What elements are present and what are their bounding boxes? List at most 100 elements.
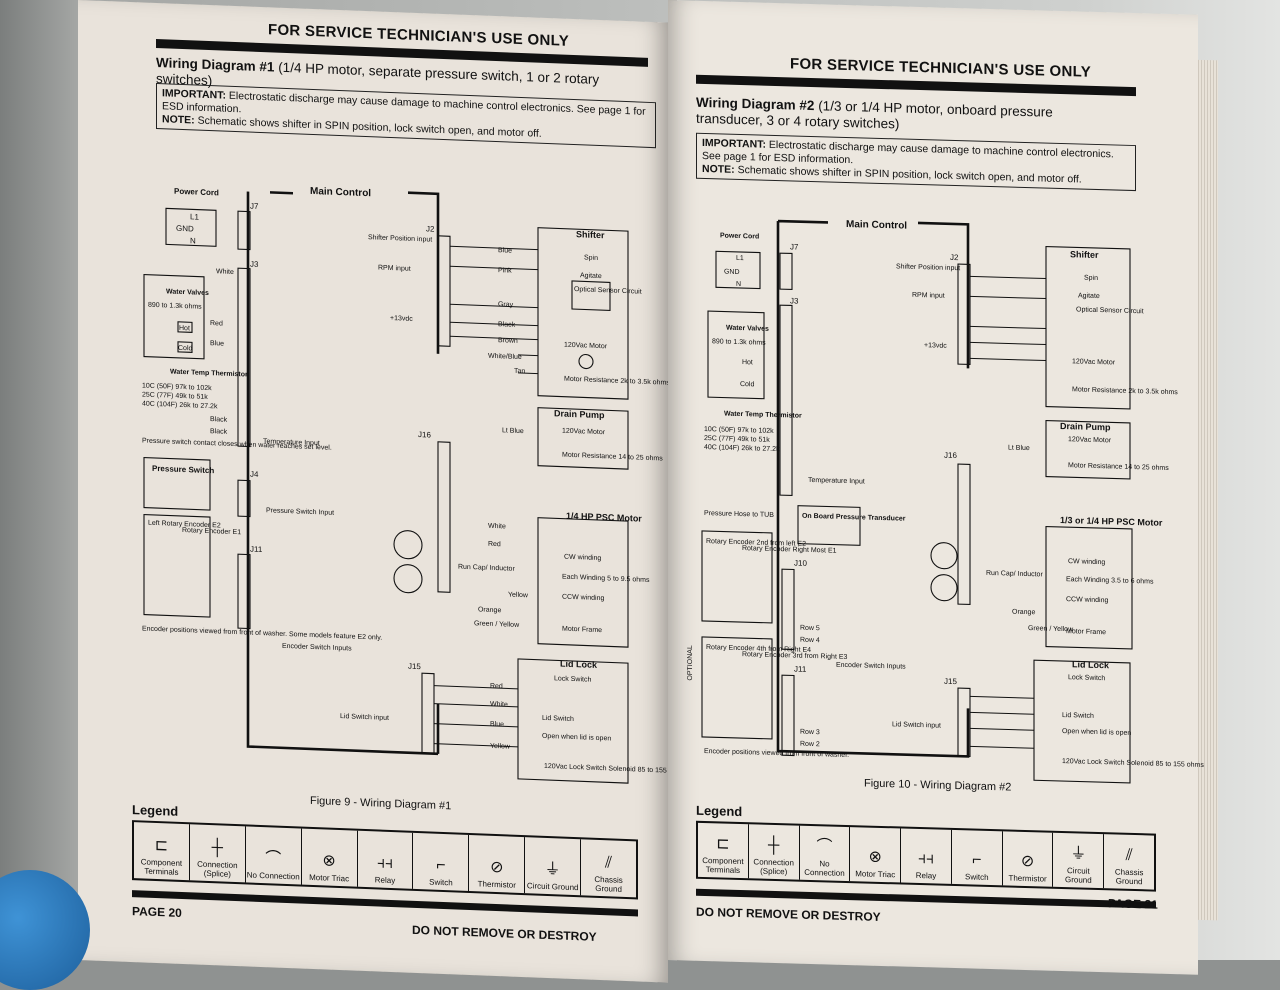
psc-motor-box [537, 517, 629, 648]
cw-winding-label: CW winding [1068, 558, 1105, 566]
legend-table: ⊏Component Terminals┼Connection (Splice)… [132, 820, 638, 900]
lock-switch-label: Lock Switch [554, 675, 591, 683]
row3-label: Row 3 [800, 729, 820, 737]
drain-pump-box [1045, 419, 1131, 480]
legend-item: ⌒No Connection [799, 825, 851, 882]
rpm-input: RPM input [912, 292, 945, 300]
legend-item: ⏚Circuit Ground [525, 837, 582, 896]
solenoid-label: 120Vac Lock Switch Solenoid 85 to 155 oh… [1062, 758, 1204, 769]
lid-red-wire: Red [490, 683, 503, 690]
therm-25c: 25C (77F) 49k to 51k [142, 391, 208, 401]
drain-pump-label: Drain Pump [554, 408, 605, 420]
shifter-wires [450, 245, 538, 375]
lid-lock-wires [434, 685, 518, 748]
water-valves-label: Water Valves [166, 288, 209, 297]
j3-connector [237, 267, 251, 448]
page-number: PAGE 21 [1108, 896, 1158, 912]
main-control-outline [246, 191, 440, 756]
legend-item: ⏚Circuit Ground [1053, 832, 1105, 889]
pressure-switch-label: Pressure Switch [152, 464, 214, 475]
j4-label: J4 [250, 470, 259, 479]
therm-black-2: Black [210, 428, 228, 436]
j3-white-wire: White [216, 268, 234, 276]
temperature-input: Temperature Input [808, 477, 865, 486]
motor-green-yellow-wire: Green / Yellow [474, 620, 520, 629]
thermistor-label: Water Temp Thermistor [724, 411, 802, 420]
motor-orange-wire: Orange [1012, 609, 1035, 617]
triac-a [930, 542, 958, 570]
open-when-label: Open when lid is open [1062, 728, 1131, 737]
shifter-wires [970, 275, 1046, 362]
j4-connector [237, 479, 251, 518]
legend-item: ⊏Component Terminals [698, 822, 749, 879]
cold-label: Cold [740, 381, 755, 388]
power-cord-box [715, 250, 761, 290]
main-control-label: Main Control [846, 219, 907, 232]
j7-label: J7 [250, 202, 259, 211]
motor-frame-label: Motor Frame [1066, 628, 1106, 636]
temperature-input: Temperature Input [263, 438, 320, 447]
relay-icon: ⫞⫞ [377, 853, 394, 872]
optical-sensor-label: Optical Sensor Circuit [574, 286, 642, 296]
each-winding-label: Each Winding 5 to 9.5 ohms [562, 574, 650, 584]
legend-title: Legend [132, 802, 179, 819]
wiring-diagram-1: Main Control Power Cord L1 GND N J7 J3 W… [142, 186, 686, 784]
legend-item: ⌒No Connection [245, 826, 302, 885]
j15-label: J15 [408, 662, 421, 672]
legend-label: Switch [429, 877, 453, 888]
motor-orange-wire: Orange [478, 606, 501, 614]
encoder-note: Encoder positions viewed from front of w… [142, 625, 382, 641]
legend-item: ⌐Switch [951, 829, 1003, 886]
legend-item: ⊘Thermistor [469, 835, 526, 894]
valve-ohms: 890 to 1.3k ohms [712, 338, 766, 347]
optical-sensor-box [571, 280, 611, 312]
relay-icon: ⫞⫞ [918, 849, 935, 867]
j3-label: J3 [790, 296, 799, 305]
valve-ohms: 890 to 1.3k ohms [148, 302, 202, 311]
splice-icon: ┼ [211, 838, 223, 857]
wiring-diagram-2: Main Control Power Cord L1 GND N J7 J3 W… [687, 219, 1204, 784]
lid-lock-box [1033, 659, 1131, 784]
legend-label: Circuit Ground [526, 881, 579, 893]
legend-item: ⫞⫞Relay [901, 828, 952, 884]
legend-label: Motor Triac [855, 869, 896, 880]
legend-item: ⊏Component Terminals [134, 822, 190, 881]
legend-label: Circuit Ground [1065, 866, 1092, 885]
j10-connector [781, 568, 795, 651]
lid-switch-label: Lid Switch [542, 715, 574, 723]
shifter-label: Shifter [576, 229, 605, 240]
j11-connector [237, 553, 251, 630]
therm-40c: 40C (104F) 26k to 27.2k [704, 444, 780, 453]
page-20: FOR SERVICE TECHNICIAN'S USE ONLY Wiring… [78, 0, 686, 983]
j2-label: J2 [950, 253, 959, 262]
run-cap-label: Run Cap/ Inductor [458, 564, 515, 573]
valve-red-wire: Red [210, 320, 223, 327]
j11-label: J11 [794, 665, 807, 674]
drain-pump-label: Drain Pump [1060, 421, 1111, 432]
footer-bar [696, 888, 1156, 909]
psc-motor-label: 1/3 or 1/4 HP PSC Motor [1060, 515, 1163, 528]
chassis-ground-icon: ⫽ [1125, 846, 1133, 864]
lid-switch-input: Lid Switch input [892, 721, 941, 729]
each-winding-label: Each Winding 3.5 to 6 ohms [1066, 576, 1154, 585]
legend-item: ⊗Motor Triac [301, 828, 358, 887]
n-label: N [736, 281, 741, 288]
lock-switch-label: Lock Switch [1068, 674, 1105, 682]
encoder-e2-label: Rotary Encoder 2nd from left E2 [706, 538, 806, 548]
solenoid-label: 120Vac Lock Switch Solenoid 85 to 155 oh… [544, 763, 686, 775]
therm-40c: 40C (104F) 26k to 27.2k [142, 400, 218, 410]
encoder-inputs: Encoder Switch Inputs [836, 662, 906, 671]
row4-label: Row 4 [800, 637, 820, 645]
lid-switch-input: Lid Switch input [340, 713, 389, 722]
j10-label: J10 [794, 559, 807, 568]
legend-item: ⌐Switch [413, 832, 470, 892]
encoder-box [143, 513, 211, 618]
lid-white-wire: White [490, 701, 508, 709]
page-number: PAGE 20 [132, 904, 182, 920]
encoder-note: Encoder positions viewed from front of w… [704, 748, 849, 759]
encoder-inputs: Encoder Switch Inputs [282, 643, 352, 653]
j15-label: J15 [944, 677, 957, 686]
motor-red-wire: Red [488, 541, 501, 548]
wire-black: Black [498, 321, 516, 329]
chassis-ground-icon: ⫽ [605, 853, 613, 872]
